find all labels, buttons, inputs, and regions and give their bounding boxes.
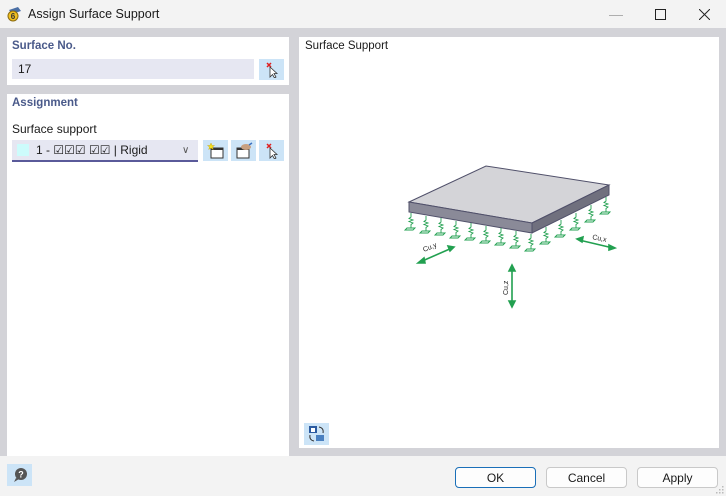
view-switch-icon — [308, 426, 324, 442]
surface-support-diagram: Cu,y Cu,x Cu,z — [403, 165, 618, 309]
dialog-footer: ? OK Cancel Apply — [0, 456, 726, 496]
svg-text:Cu,y: Cu,y — [422, 242, 438, 254]
minimize-button[interactable]: — — [594, 0, 638, 28]
svg-text:Cu,z: Cu,z — [503, 280, 510, 295]
surface-number-section: Surface No. 17 — [7, 37, 289, 85]
edit-icon — [236, 141, 252, 158]
new-support-button[interactable] — [203, 140, 228, 161]
svg-text:6: 6 — [11, 12, 16, 21]
preview-panel: Surface Support — [299, 37, 719, 448]
ok-button[interactable]: OK — [455, 467, 536, 488]
svg-text:?: ? — [18, 470, 24, 480]
pick-cursor-icon — [265, 142, 278, 159]
svg-text:Cu,x: Cu,x — [592, 234, 608, 244]
pick-cursor-icon — [265, 61, 278, 78]
dialog-body: Surface No. 17 Assignment Surface suppor… — [0, 28, 726, 477]
minimize-icon: — — [609, 6, 623, 22]
new-icon — [206, 141, 223, 158]
preview-title: Surface Support — [305, 40, 389, 52]
close-icon — [698, 8, 710, 20]
edit-support-button[interactable] — [231, 140, 256, 161]
apply-button[interactable]: Apply — [637, 467, 718, 488]
section-title-assignment: Assignment — [12, 97, 78, 109]
surface-support-value: 1 - ☑☑☑ ☑☑ | Rigid — [36, 143, 148, 157]
close-button[interactable] — [682, 0, 726, 28]
chevron-down-icon: ∨ — [182, 144, 190, 156]
surface-support-label: Surface support — [12, 122, 97, 136]
app-icon: 6 — [7, 7, 21, 22]
help-icon: ? — [13, 468, 27, 482]
maximize-icon — [654, 8, 666, 20]
view-switch-button[interactable] — [304, 423, 329, 445]
pick-support-button[interactable] — [259, 140, 284, 161]
surface-support-dropdown[interactable]: 1 - ☑☑☑ ☑☑ | Rigid ∨ — [12, 140, 198, 162]
pick-surface-button[interactable] — [259, 59, 284, 80]
surface-number-input[interactable]: 17 — [12, 59, 254, 79]
window-title: Assign Surface Support — [28, 7, 160, 21]
section-title-surface-no: Surface No. — [12, 40, 76, 52]
help-button[interactable]: ? — [7, 464, 32, 486]
assignment-section: Assignment Surface support 1 - ☑☑☑ ☑☑ | … — [7, 94, 289, 477]
title-bar: 6 Assign Surface Support — — [0, 0, 726, 28]
maximize-button[interactable] — [638, 0, 682, 28]
resize-grip-icon[interactable] — [716, 486, 724, 494]
cancel-button[interactable]: Cancel — [546, 467, 627, 488]
color-swatch — [17, 144, 29, 156]
